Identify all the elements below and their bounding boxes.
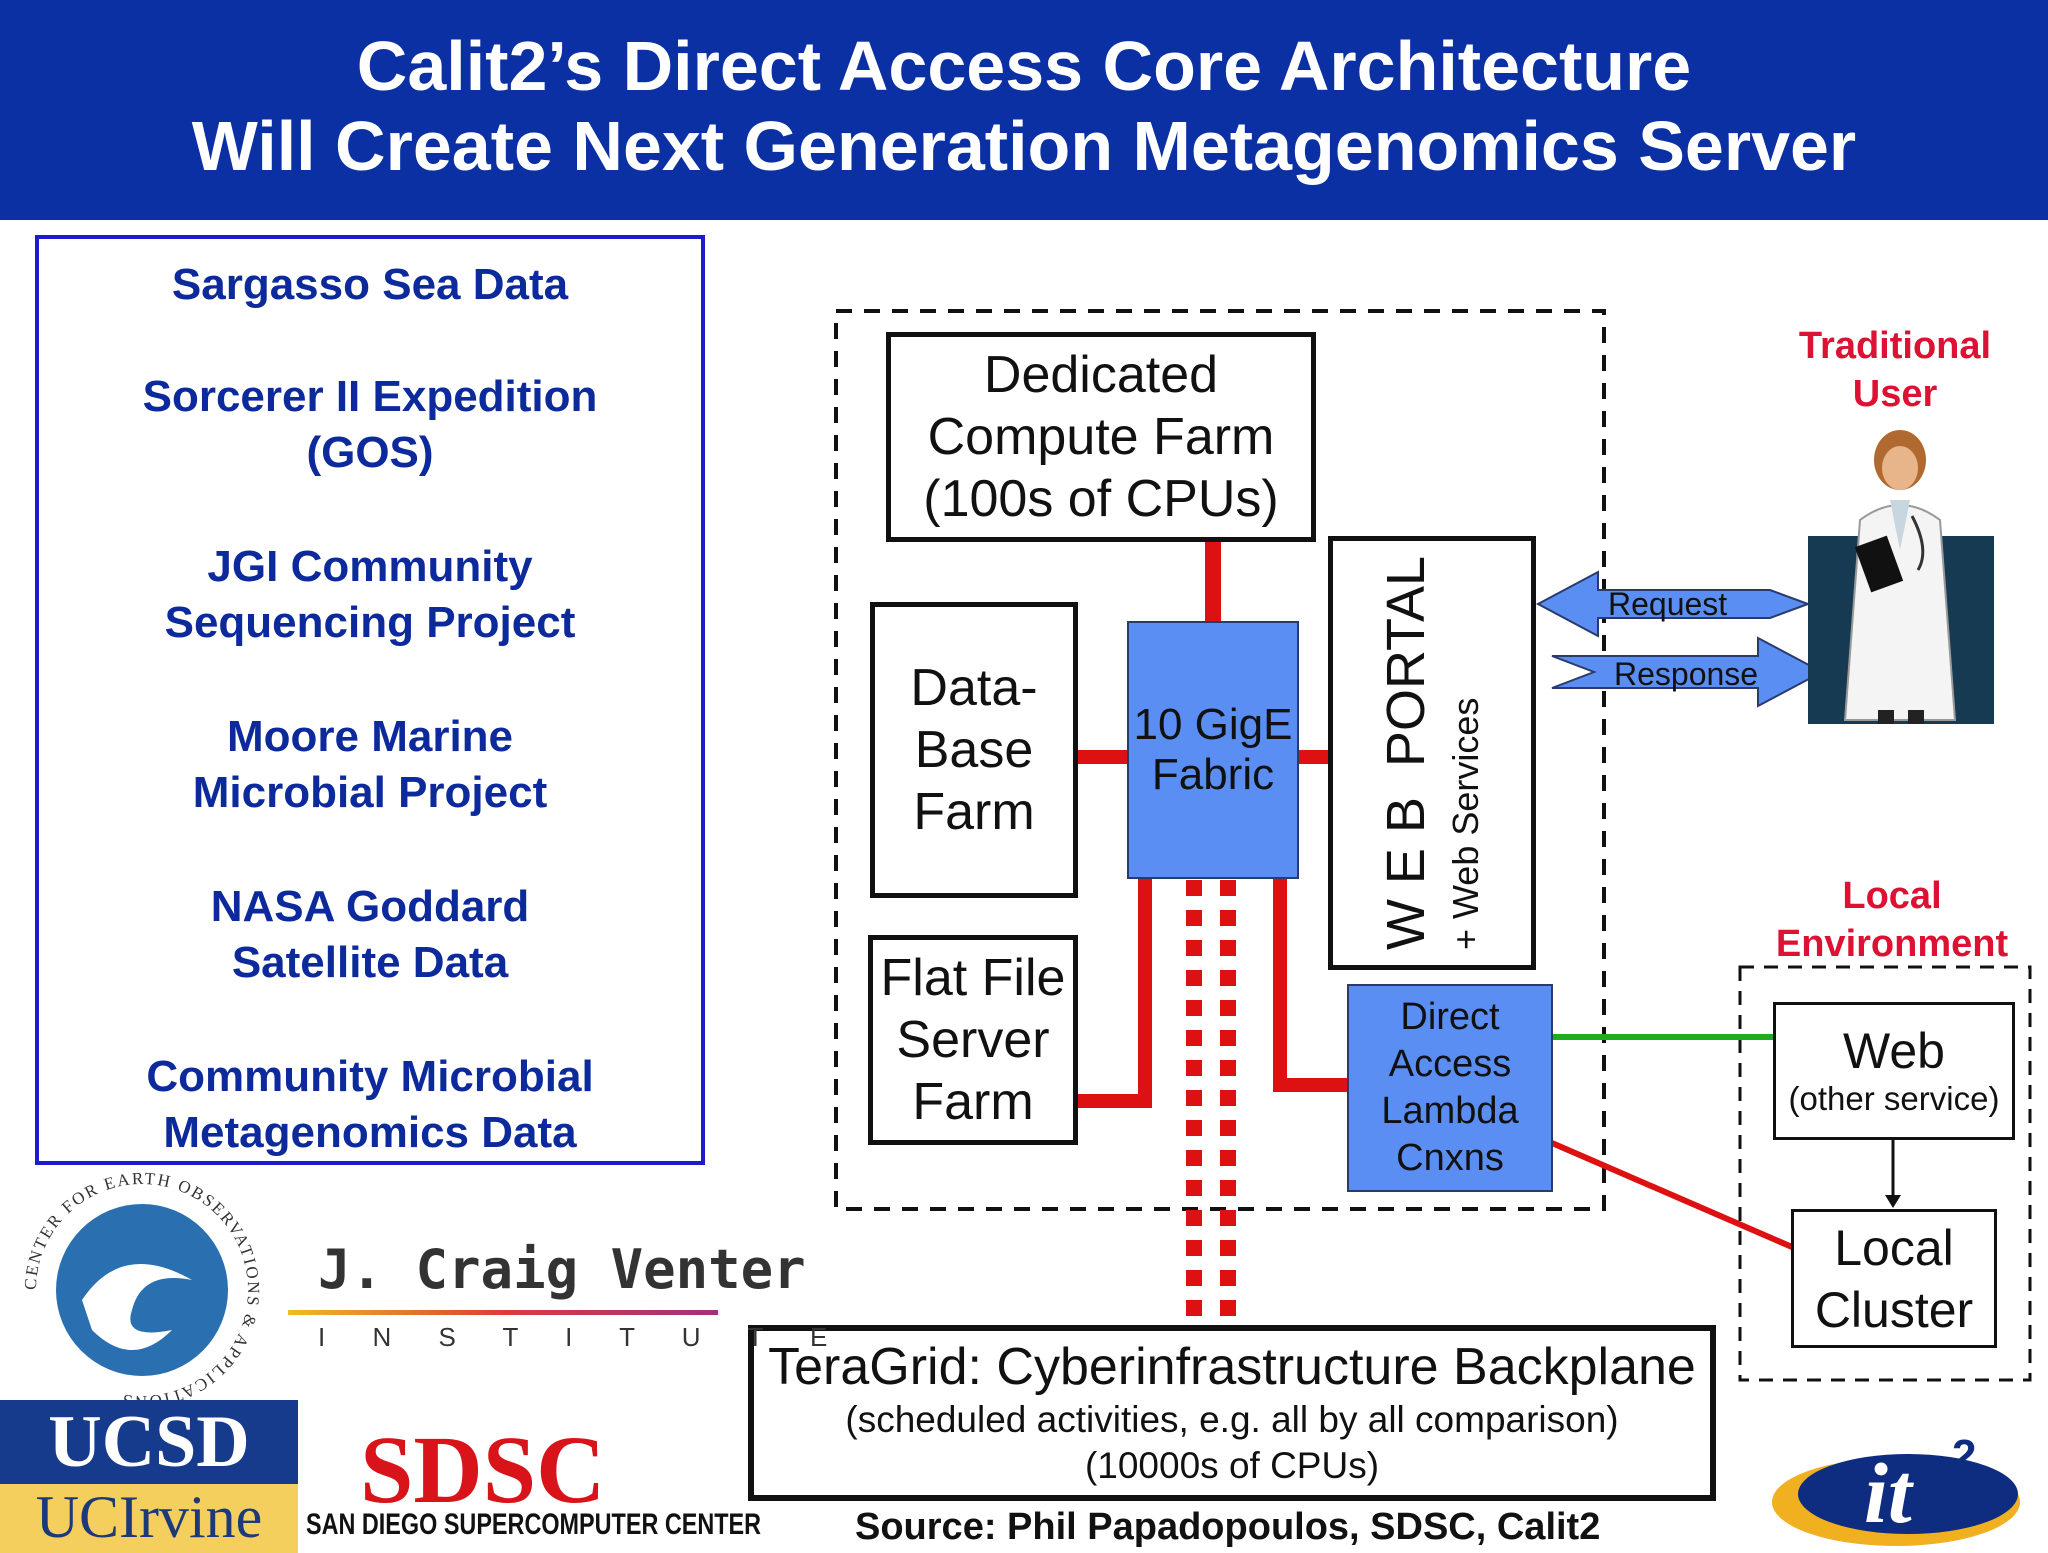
ucsd-logo: UCSD — [0, 1400, 298, 1484]
web-services-label: + Web Services — [1445, 697, 1486, 951]
title-banner — [0, 0, 2048, 220]
doctor-icon — [1808, 430, 1994, 724]
web-other-label: Web — [1843, 1023, 1945, 1079]
link-direct-cluster — [1550, 1140, 1794, 1250]
response-label: Response — [1614, 656, 1759, 692]
source-credit: Source: Phil Papadopoulos, SDSC, Calit2 — [855, 1506, 1601, 1548]
web-portal-box: W E B PORTAL + Web Services — [1328, 536, 1536, 970]
core-dashed-frame — [834, 309, 1606, 1211]
it2-logo-sup: 2 — [1952, 1431, 1976, 1480]
link-flatfile-fabric — [1077, 878, 1152, 1108]
jcvi-logo-rule — [288, 1310, 718, 1315]
it2-logo: it 2 — [1772, 1431, 2020, 1546]
local-env-dashed-frame — [1738, 965, 2032, 1382]
request-label: Request — [1608, 586, 1728, 622]
source-sorcerer: Sorcerer II Expedition(GOS) — [142, 372, 598, 477]
teragrid-box: TeraGrid: Cyberinfrastructure Backplane … — [748, 1325, 1716, 1501]
jcvi-logo-name: J. Craig Venter — [318, 1238, 806, 1301]
teragrid-cpus: (10000s of CPUs) — [1084, 1445, 1380, 1486]
arrow-web-to-cluster-head — [1885, 1195, 1901, 1208]
slide-title-line-2: Will Create Next Generation Metagenomics… — [191, 107, 1857, 185]
sdsc-logo-sub: SAN DIEGO SUPERCOMPUTER CENTER — [306, 1508, 762, 1541]
data-sources-panel: Sargasso Sea Data Sorcerer II Expedition… — [35, 235, 705, 1165]
uci-logo: UCIrvine — [0, 1484, 298, 1553]
teragrid-subtitle: (scheduled activities, e.g. all by all c… — [845, 1399, 1619, 1440]
web-other-sub-label: (other service) — [1788, 1080, 2000, 1117]
web-portal-label: W E B PORTAL — [1376, 555, 1436, 951]
ceoa-logo: CENTER FOR EARTH OBSERVATIONS & APPLICAT… — [22, 1170, 261, 1410]
teragrid-title: TeraGrid: Cyberinfrastructure Backplane — [768, 1338, 1696, 1396]
source-sargasso: Sargasso Sea Data — [171, 260, 569, 309]
jcvi-logo-sub: I N S T I T U T E — [318, 1322, 848, 1352]
web-other-service-box: Web (other service) — [1773, 1002, 2015, 1140]
slide-title-line-1: Calit2’s Direct Access Core Architecture — [356, 27, 1692, 105]
response-arrow — [1551, 636, 1825, 708]
it2-logo-text: it — [1864, 1445, 1915, 1541]
sdsc-logo: SDSC — [360, 1416, 606, 1523]
link-fabric-direct — [1273, 878, 1348, 1092]
